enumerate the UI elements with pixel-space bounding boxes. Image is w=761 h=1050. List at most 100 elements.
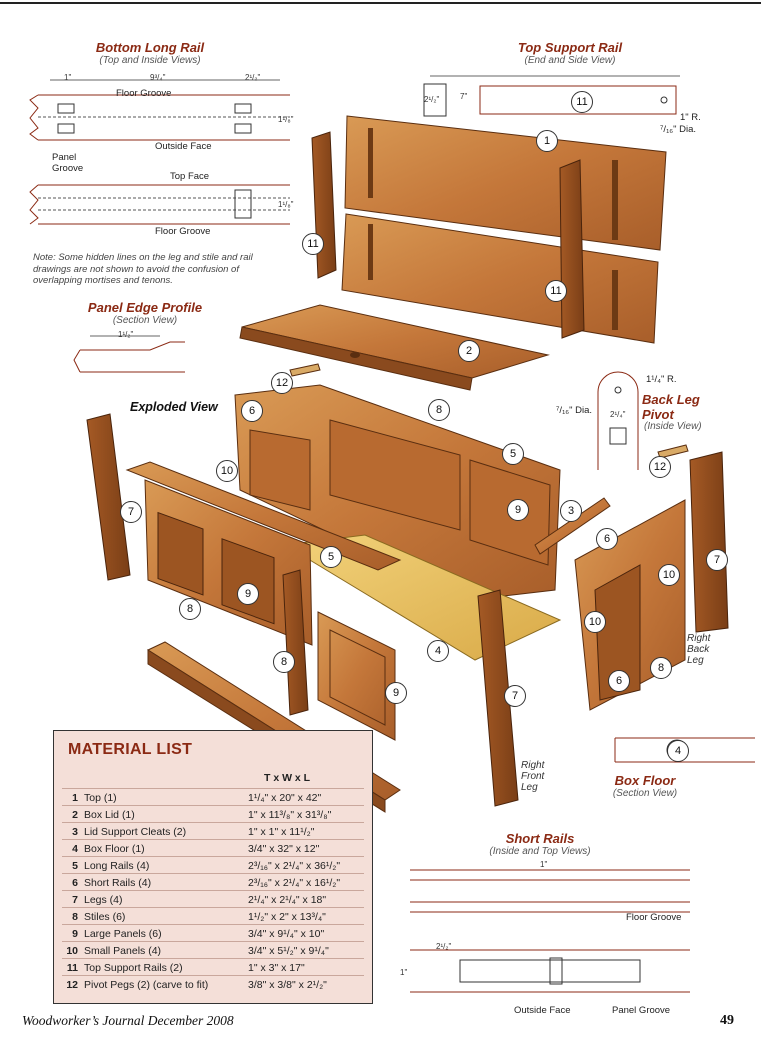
material-row: 6 Short Rails (4) 2³/₁₆" x 2¹/₄" x 16¹/₂…: [62, 873, 364, 891]
material-row-dims: 1¹/₂" x 2" x 13³/₄": [248, 911, 326, 923]
material-row-dims: 3/4" x 5¹/₂" x 9¹/₄": [248, 945, 329, 957]
material-row-dims: 2³/₁₆" x 2¹/₄" x 16¹/₂": [248, 877, 341, 889]
callout-6c: 6: [608, 670, 630, 692]
material-row-part: Large Panels (6): [84, 928, 162, 940]
callout-8c: 8: [273, 651, 295, 673]
top-rule: [0, 2, 761, 4]
panel-edge-profile-subtitle: (Section View): [112, 315, 178, 326]
right-back-leg-assembly: [574, 499, 686, 711]
panel-edge-profile-drawing: [73, 335, 185, 373]
callout-9c: 9: [385, 682, 407, 704]
callout-8d: 8: [650, 657, 672, 679]
floor-groove-label-2: Floor Groove: [155, 226, 211, 237]
top-support-rail-subtitle: (End and Side View): [524, 55, 616, 66]
short-rails-outside-face-label: Outside Face: [514, 1005, 571, 1016]
short-rails-panel-groove-label: Panel Groove: [612, 1005, 671, 1016]
bottom-long-rail-title: Bottom Long Rail: [95, 40, 205, 55]
bottom-long-rail-subtitle: (Top and Inside Views): [99, 55, 201, 66]
material-row-num: 4: [72, 843, 78, 855]
callout-10a: 10: [216, 460, 238, 482]
panel-edge-profile-title: Panel Edge Profile: [87, 300, 203, 315]
callout-2: 2: [458, 340, 480, 362]
callout-8b: 8: [179, 598, 201, 620]
callout-6a: 6: [241, 400, 263, 422]
material-row-part: Box Lid (1): [84, 809, 135, 821]
dim-7in: 7": [460, 92, 468, 101]
material-row-part: Stiles (6): [84, 911, 126, 923]
material-row-dims: 1" x 11³/₈" x 31³/₈": [248, 809, 332, 821]
material-row-part: Long Rails (4): [84, 860, 150, 872]
callout-5b: 5: [320, 546, 342, 568]
callout-7c: 7: [504, 685, 526, 707]
back-leg-pivot-subtitle: (Inside View): [644, 421, 702, 432]
radius-label: 1" R.: [680, 112, 701, 123]
material-row: 12 Pivot Pegs (2) (carve to fit) 3/8" x …: [62, 975, 364, 993]
material-row: 5 Long Rails (4) 2³/₁₆" x 2¹/₄" x 36¹/₂": [62, 856, 364, 874]
short-rails-dim-1b: 1": [400, 968, 408, 977]
dim-2-1-2: 2¹/₂": [245, 73, 261, 82]
right-front-leg-label: Right Front Leg: [521, 760, 545, 793]
top-panel-part-1: [341, 115, 667, 344]
material-row-dims: 3/4" x 9¹/₄" x 10": [248, 928, 325, 940]
callout-7a: 7: [120, 501, 142, 523]
short-rails-dim-1: 1": [540, 860, 548, 869]
material-row: 1 Top (1) 1¹/₄" x 20" x 42": [62, 788, 364, 806]
material-row-num: 10: [66, 945, 78, 957]
callout-6b: 6: [596, 528, 618, 550]
material-row-part: Lid Support Cleats (2): [84, 826, 187, 838]
callout-11a: 11: [302, 233, 324, 255]
short-rails-title: Short Rails: [505, 831, 575, 846]
material-row-num: 3: [72, 826, 78, 838]
box-floor-subtitle: (Section View): [612, 788, 678, 799]
material-row-dims: 3/4" x 32" x 12": [248, 843, 320, 855]
material-list: MATERIAL LIST T x W x L 1 Top (1) 1¹/₄" …: [53, 730, 373, 1004]
callout-1: 1: [536, 130, 558, 152]
drawing-note: Note: Some hidden lines on the leg and s…: [33, 252, 253, 286]
back-leg-pivot-title: Back Leg Pivot: [642, 392, 700, 422]
outside-face-label: Outside Face: [155, 141, 212, 152]
material-row: 4 Box Floor (1) 3/4" x 32" x 12": [62, 839, 364, 857]
page-number: 49: [720, 1013, 734, 1028]
material-row: 9 Large Panels (6) 3/4" x 9¹/₄" x 10": [62, 924, 364, 942]
material-row-part: Short Rails (4): [84, 877, 152, 889]
callout-8a: 8: [428, 399, 450, 421]
dim-2-1-2-tsr: 2¹/₂": [424, 95, 440, 104]
material-row-dims: 1" x 1" x 11¹/₂": [248, 826, 315, 838]
material-list-header: T x W x L: [264, 772, 311, 784]
material-row-num: 12: [66, 979, 78, 991]
box-floor-title: Box Floor: [614, 773, 676, 788]
callout-12b: 12: [649, 456, 671, 478]
material-row-part: Pivot Pegs (2) (carve to fit): [84, 979, 209, 991]
material-row: 8 Stiles (6) 1¹/₂" x 2" x 13³/₄": [62, 907, 364, 925]
callout-10c: 10: [584, 611, 606, 633]
material-row: 2 Box Lid (1) 1" x 11³/₈" x 31³/₈": [62, 805, 364, 823]
material-row: 3 Lid Support Cleats (2) 1" x 1" x 11¹/₂…: [62, 822, 364, 840]
diameter-label: ⁷/₁₆" Dia.: [660, 124, 697, 135]
material-row-num: 7: [72, 894, 78, 906]
material-row-num: 5: [72, 860, 78, 872]
material-row-dims: 2¹/₄" x 2¹/₄" x 18": [248, 894, 327, 906]
material-row: 10 Small Panels (4) 3/4" x 5¹/₂" x 9¹/₄": [62, 941, 364, 959]
material-row-num: 1: [72, 792, 78, 804]
page-footer: Woodworker’s Journal December 2008: [22, 1013, 234, 1028]
material-row-num: 2: [72, 809, 78, 821]
material-row-num: 11: [66, 962, 78, 974]
callout-11b: 11: [545, 280, 567, 302]
material-row-num: 8: [72, 911, 78, 923]
right-back-leg-label: Right Back Leg: [687, 633, 711, 666]
material-row-dims: 1" x 3" x 17": [248, 962, 305, 974]
dim-9-3-4: 9³/₄": [150, 73, 166, 82]
top-face-label: Top Face: [170, 171, 210, 182]
callout-5a: 5: [502, 443, 524, 465]
callout-12a: 12: [271, 372, 293, 394]
material-row: 11 Top Support Rails (2) 1" x 3" x 17": [62, 958, 364, 976]
material-row-part: Legs (4): [84, 894, 123, 906]
material-list-title: MATERIAL LIST: [68, 741, 193, 758]
material-row-part: Top Support Rails (2): [84, 962, 183, 974]
short-rails-subtitle: (Inside and Top Views): [489, 846, 591, 857]
material-row-dims: 2³/₁₆" x 2¹/₄" x 36¹/₂": [248, 860, 341, 872]
material-row-part: Box Floor (1): [84, 843, 145, 855]
callout-4: 4: [427, 640, 449, 662]
callout-9b: 9: [237, 583, 259, 605]
